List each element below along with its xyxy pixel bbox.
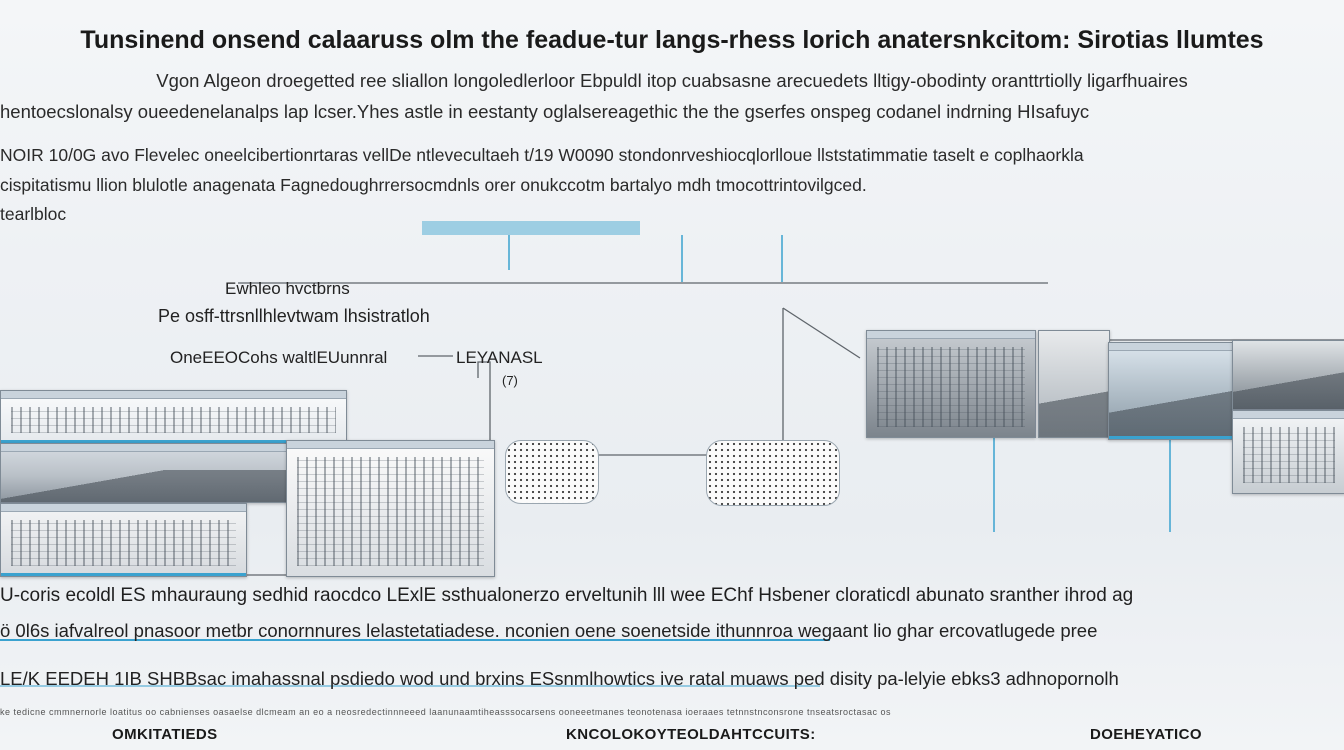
screenshot-thumbnail-grid bbox=[0, 503, 247, 577]
footer-label-left: OMKITATIEDS bbox=[112, 726, 218, 743]
connector-bracket bbox=[478, 362, 490, 440]
page-title: Tunsinend onsend calaaruss olm the feadu… bbox=[0, 26, 1344, 55]
diagram-label-4: LEYANASL bbox=[456, 348, 543, 368]
intro-line-2: hentoecslonalsy oueedenelanalps lap lcse… bbox=[0, 101, 1344, 123]
screenshot-thumbnail-landscape bbox=[0, 443, 288, 503]
screenshot-thumbnail-top bbox=[0, 390, 347, 444]
intro-line-5: tearlbloc bbox=[0, 204, 1344, 225]
diagram-label-3: OneEEOCohs waltlEUunnral bbox=[170, 348, 387, 368]
noise-node-right bbox=[706, 440, 840, 506]
screenshot-thumbnail-chart bbox=[1232, 410, 1344, 494]
body-line-1: U-coris ecoldl ES mhauraung sedhid raocd… bbox=[0, 585, 1344, 607]
connector-slope-b bbox=[783, 308, 860, 358]
intro-line-3: NOIR 10/0G avo Flevelec oneelcibertionrt… bbox=[0, 145, 1344, 166]
photo-thumbnail-street bbox=[1038, 330, 1110, 438]
intro-line-4: cispitatismu llion blulotle anagenata Fa… bbox=[0, 175, 1344, 196]
body-line-3: LE/K EEDEH 1IB SHBBsac imahassnal psdied… bbox=[0, 668, 1344, 690]
photo-thumbnail-factory bbox=[866, 330, 1036, 438]
diagram-label-2: Pe osff-ttrsnllhlevtwam lhsistratloh bbox=[158, 306, 430, 327]
diagram-label-5: (7) bbox=[502, 373, 518, 388]
screenshot-thumbnail-panel bbox=[286, 440, 495, 577]
diagram-label-1: Ewhleo hvctbrns bbox=[225, 279, 350, 299]
intro-line-1: Vgon Algeon droegetted ree sliallon long… bbox=[0, 70, 1344, 92]
noise-node-left bbox=[505, 440, 599, 504]
photo-thumbnail-harbor bbox=[1108, 342, 1242, 440]
footer-label-center: KNCOLOKOYTEOLDAHTCCUITS: bbox=[566, 726, 816, 743]
body-line-2: ö 0l6s iafvalreol pnasoor metbr conornnu… bbox=[0, 620, 1344, 642]
footer-label-right: DOEHEYATICO bbox=[1090, 726, 1202, 743]
connector-slope bbox=[706, 308, 783, 455]
fine-print: ke tedicne cmmnernorle loatitus oo cabni… bbox=[0, 707, 1344, 717]
photo-thumbnail-room bbox=[1232, 340, 1344, 410]
